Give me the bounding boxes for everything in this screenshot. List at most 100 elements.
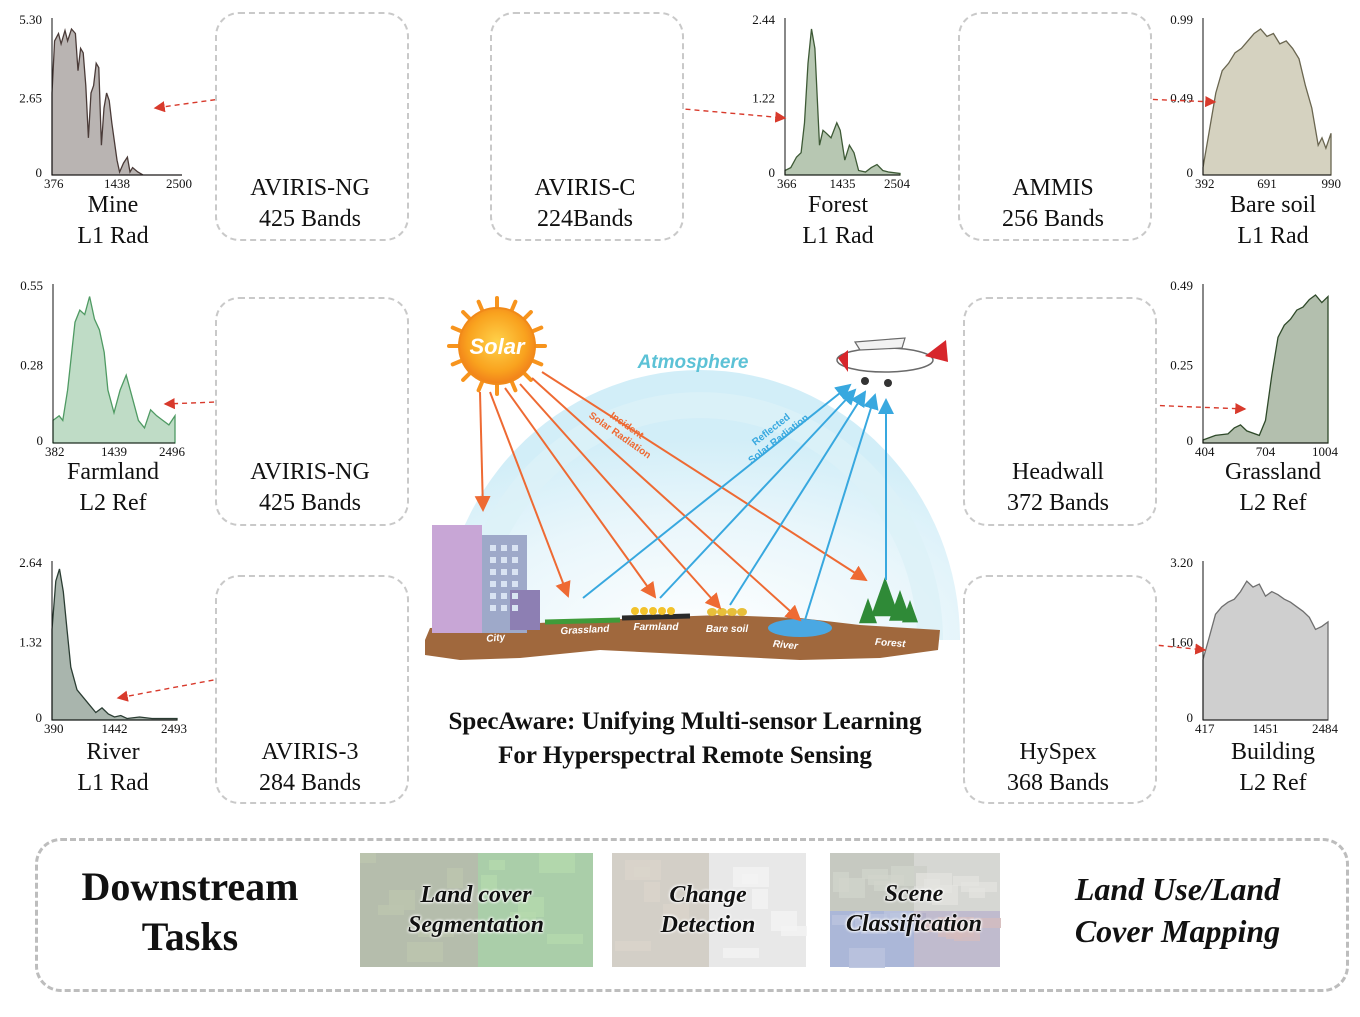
- y-tick-label: 0.55: [20, 278, 43, 293]
- tile-patch: [447, 868, 463, 888]
- airplane-icon: [836, 337, 948, 387]
- y-tick-label: 5.30: [19, 12, 42, 27]
- airplane-nose: [838, 350, 848, 372]
- spectrum-area: [51, 27, 182, 176]
- bare-soil-mound: [737, 608, 747, 616]
- downstream-tasks-heading: Downstream Tasks: [60, 862, 320, 962]
- plot-level: L1 Rad: [77, 223, 149, 249]
- sensor-card-hyspex: [963, 575, 1157, 804]
- plot-name: Mine: [87, 192, 139, 218]
- x-tick-label: 691: [1257, 176, 1277, 191]
- building-window: [490, 545, 496, 551]
- sensor-caption: AVIRIS-3 284 Bands: [215, 737, 405, 799]
- tile-fade: [612, 853, 709, 967]
- tile-patch: [849, 948, 885, 968]
- y-tick-label: 2.65: [19, 91, 42, 106]
- spectrum-area: [52, 296, 176, 444]
- heading-line1: Downstream: [81, 864, 299, 909]
- tile-patch: [969, 888, 985, 898]
- task-image-tile: [360, 853, 478, 967]
- plot-name: Forest: [808, 192, 868, 218]
- building-window: [512, 557, 518, 563]
- x-tick-label: 1439: [101, 444, 127, 459]
- mapping-line: Cover Mapping: [1074, 913, 1281, 949]
- tile-patch: [884, 911, 910, 921]
- airplane-tail: [925, 340, 948, 362]
- tile-patch: [917, 920, 953, 930]
- tile-patch: [547, 934, 583, 944]
- ground-label-text: City: [486, 632, 506, 645]
- plot-name: Grassland: [1225, 459, 1321, 485]
- y-tick-label: 0.28: [20, 358, 43, 373]
- solar-label: Solar: [469, 334, 525, 359]
- sensor-bands: 284 Bands: [259, 770, 361, 796]
- incident-ray: [474, 391, 491, 512]
- spectrum-area: [1202, 294, 1329, 444]
- sensor-card-headwall: [963, 297, 1157, 526]
- spectrum-area: [784, 28, 901, 176]
- spectrum-area: [51, 568, 178, 721]
- y-tick-label: 0.49: [1170, 91, 1193, 106]
- plot-caption: Farmland L2 Ref: [38, 457, 188, 519]
- tile-patch: [868, 875, 904, 885]
- reflected-ray: [804, 393, 879, 621]
- spectrum-link-arrow: [1104, 639, 1207, 655]
- task-label-segmentation: Land cover Segmentation: [360, 880, 592, 940]
- ground-label-text: Grassland: [560, 624, 610, 638]
- task-image-tile: [914, 911, 1001, 967]
- bare-soil-mound: [707, 608, 717, 616]
- sensor-name: Headwall: [1012, 459, 1104, 485]
- tile-patch: [733, 867, 769, 887]
- building-window: [501, 593, 507, 599]
- sensor-bands: 425 Bands: [259, 206, 361, 232]
- building-window: [512, 545, 518, 551]
- plot-caption: Bare soil L1 Rad: [1198, 190, 1348, 252]
- building-window: [501, 569, 507, 575]
- sun-ray: [530, 325, 544, 334]
- sun-ray: [476, 299, 485, 313]
- sensor-card-aviris-c: [490, 12, 684, 241]
- x-tick-label: 366: [777, 176, 797, 191]
- sensor-name: AVIRIS-3: [261, 739, 359, 765]
- atmosphere-band: [457, 392, 943, 641]
- tile-patch: [832, 915, 848, 925]
- sensor-caption: AVIRIS-NG 425 Bands: [215, 457, 405, 519]
- sensor-caption: Headwall 372 Bands: [963, 457, 1153, 519]
- plot-level: L1 Rad: [77, 770, 149, 796]
- plot-name: Farmland: [67, 459, 159, 485]
- tile-fade: [478, 853, 593, 967]
- sensor-caption: AMMIS 256 Bands: [958, 173, 1148, 235]
- sensor-caption: HySpex 368 Bands: [963, 737, 1153, 799]
- crop-icon: [658, 607, 666, 615]
- task-label-change-detection: Change Detection: [612, 880, 804, 940]
- x-tick-label: 1004: [1312, 444, 1339, 459]
- mapping-line: Land Use/Land: [1074, 871, 1281, 907]
- plot-name: River: [86, 739, 140, 765]
- task-label-line: Classification: [845, 911, 983, 937]
- y-tick-label: 0.25: [1170, 358, 1193, 373]
- plot-caption: Forest L1 Rad: [763, 190, 913, 252]
- sensor-caption: AVIRIS-NG 425 Bands: [215, 173, 405, 235]
- spectrum-area: [1202, 580, 1329, 721]
- y-tick-label: 3.20: [1170, 555, 1193, 570]
- task-label-line: Change: [669, 882, 747, 908]
- tile-patch: [615, 941, 651, 951]
- y-tick-label: 0.49: [1170, 278, 1193, 293]
- sun-ray: [521, 370, 533, 382]
- y-tick-label: 2.64: [19, 555, 42, 570]
- sensor-bands: 224Bands: [537, 206, 633, 232]
- task-image-tile: [830, 911, 926, 968]
- tile-patch: [407, 942, 443, 962]
- task-image-tile: [709, 853, 807, 967]
- tile-patch: [938, 917, 974, 937]
- airplane-wheel: [861, 377, 869, 385]
- x-tick-label: 1438: [104, 176, 130, 191]
- tile-fade: [830, 853, 914, 911]
- sensor-name: AVIRIS-NG: [250, 175, 370, 201]
- airplane-wheel: [884, 379, 892, 387]
- tile-patch: [360, 853, 376, 863]
- building-window: [490, 581, 496, 587]
- tile-patch: [752, 889, 768, 909]
- task-label-line: Detection: [660, 912, 756, 938]
- sensor-name: HySpex: [1019, 739, 1097, 765]
